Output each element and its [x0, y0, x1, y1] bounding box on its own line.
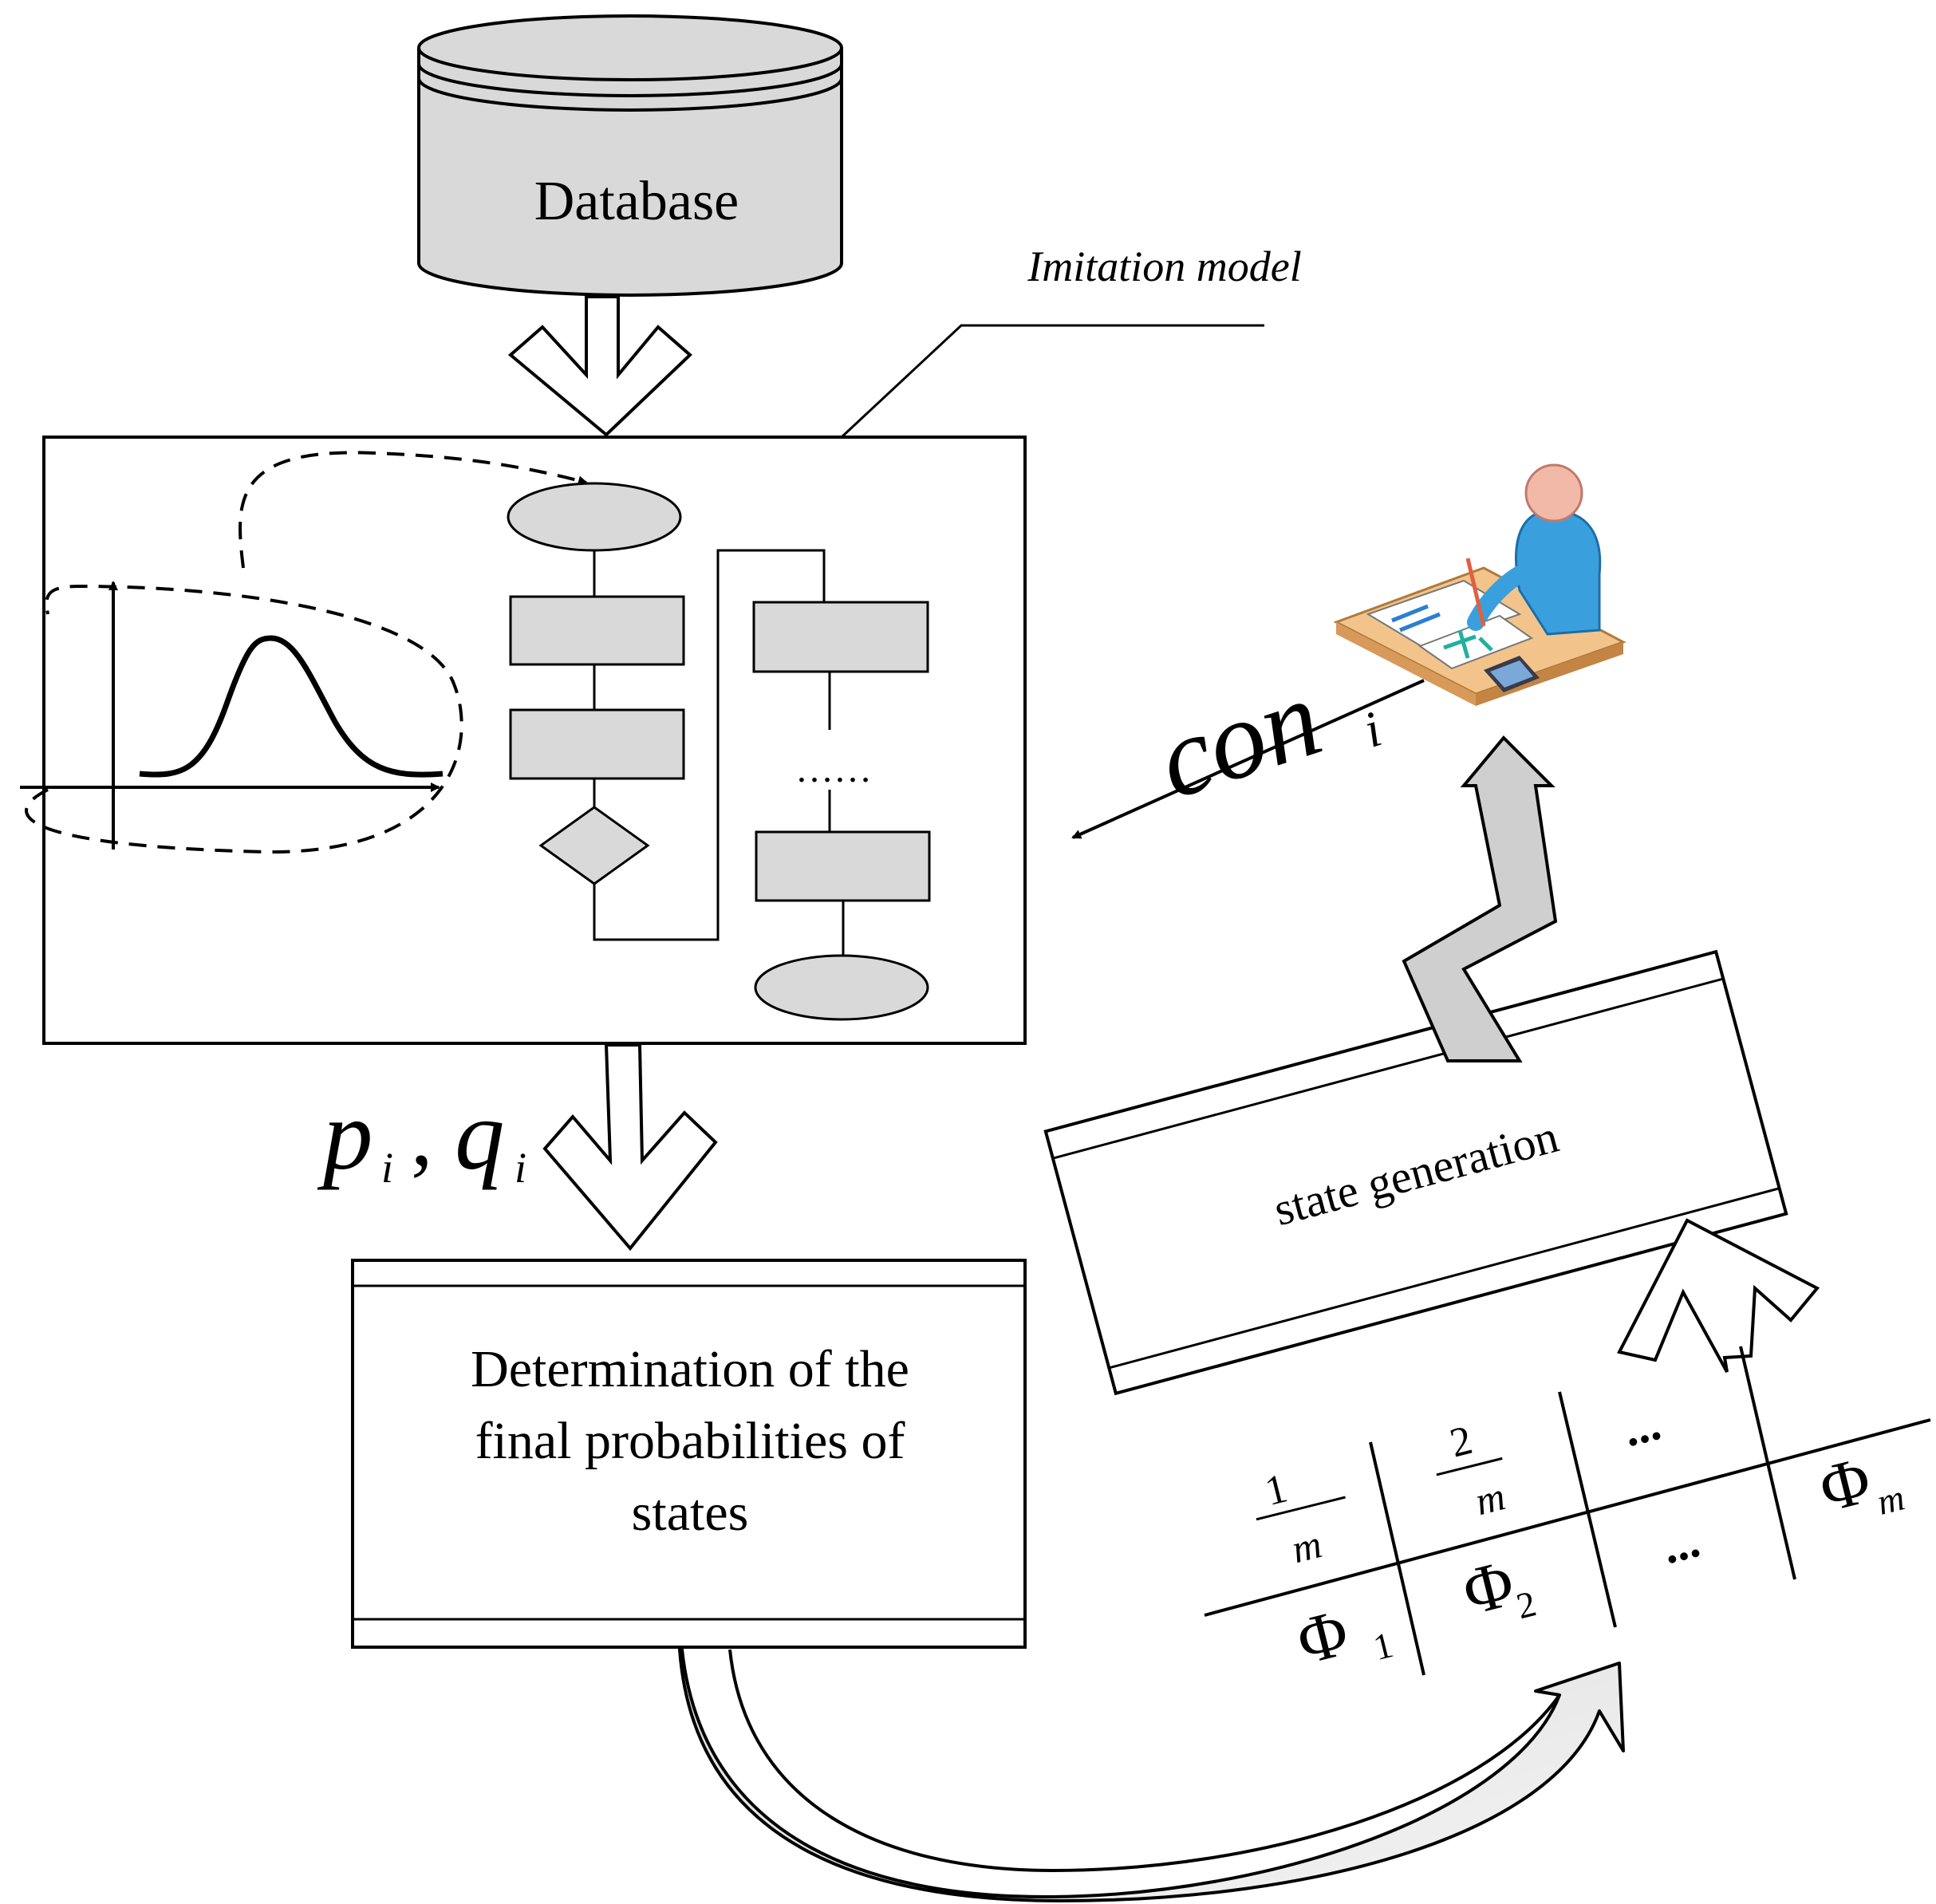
algorithm-flowchart: …… — [507, 482, 931, 1021]
cell-phi-m: Φ m — [1812, 1443, 1909, 1527]
pq-label-p: p — [317, 1081, 373, 1191]
flowchart-start — [507, 482, 682, 552]
imitation-model-box: …… — [20, 436, 1027, 1045]
phi-2-subscript: 2 — [1512, 1583, 1540, 1626]
cell-phi-1: Φ 1 — [1290, 1595, 1398, 1679]
final-probabilities-line-2: final probabilities of — [475, 1412, 905, 1470]
cell-frac-2: 2 m — [1436, 1417, 1510, 1524]
curved-arrow-to-table — [678, 1648, 1625, 1902]
pq-label-separator: , — [411, 1086, 433, 1184]
con-label: con i — [1143, 656, 1388, 823]
final-probabilities-line-3: states — [632, 1484, 749, 1542]
imitation-model-label: Imitation model — [1027, 242, 1301, 290]
flowchart-process-1 — [509, 595, 685, 666]
database-label: Database — [534, 171, 739, 232]
phi-m-subscript: m — [1873, 1476, 1909, 1523]
probability-table: 1 m 2 m ... Φ m Φ 1 Φ 2 ... — [1204, 1346, 1931, 1679]
bell-curve — [139, 635, 444, 778]
arrow-database-to-model — [507, 295, 692, 437]
frac-1-denominator: m — [1287, 1521, 1327, 1571]
final-probabilities-line-1: Determination of the — [471, 1340, 909, 1398]
imitation-model-leader-line — [840, 324, 1264, 439]
database-cylinder-icon — [417, 14, 843, 297]
cell-bottom-dots: ... — [1657, 1514, 1705, 1574]
frac-1-numerator: 1 — [1260, 1465, 1291, 1515]
flowchart-process-4 — [755, 830, 931, 902]
state-generation-box: state generation — [1043, 949, 1788, 1396]
pq-label-q-sub: i — [515, 1144, 526, 1192]
database-node: Database — [417, 14, 843, 297]
arrow-table-to-state-generation — [1617, 1218, 1820, 1373]
phi-1-symbol: Φ — [1290, 1595, 1355, 1679]
phi-1-subscript: 1 — [1370, 1624, 1398, 1668]
pq-label-q: q — [455, 1081, 505, 1191]
arrow-operator-to-model — [1071, 679, 1425, 839]
phi-m-symbol: Φ — [1812, 1443, 1878, 1527]
table-horizontal-line — [1204, 1418, 1931, 1617]
dashed-arrow-to-start — [239, 451, 588, 569]
cell-phi-2: Φ 2 — [1456, 1546, 1540, 1630]
con-label-base: con — [1143, 656, 1335, 823]
flowchart-process-2 — [509, 708, 685, 780]
flowchart-process-3 — [752, 601, 929, 673]
pq-label: p i , q i — [317, 1081, 526, 1192]
table-divider-1 — [1369, 1441, 1425, 1676]
phi-2-symbol: Φ — [1456, 1546, 1521, 1630]
flowchart-ellipsis: …… — [795, 748, 872, 790]
frac-2-numerator: 2 — [1445, 1417, 1477, 1467]
distribution-plot — [20, 451, 588, 854]
flowchart-end — [754, 954, 929, 1021]
zigzag-arrow-to-operator — [1402, 735, 1558, 1062]
cell-frac-1: 1 m — [1256, 1465, 1346, 1571]
cell-top-dots: ... — [1618, 1397, 1666, 1457]
flowchart-connector — [593, 549, 826, 941]
pq-label-p-sub: i — [381, 1144, 393, 1192]
table-divider-2 — [1558, 1391, 1617, 1628]
person-at-desk-icon — [1333, 463, 1626, 706]
final-probabilities-box: Determination of the final probabilities… — [351, 1259, 1027, 1649]
arrow-model-to-final-probabilities — [542, 1043, 718, 1252]
table-divider-3 — [1739, 1346, 1796, 1580]
frac-2-denominator: m — [1471, 1473, 1510, 1524]
